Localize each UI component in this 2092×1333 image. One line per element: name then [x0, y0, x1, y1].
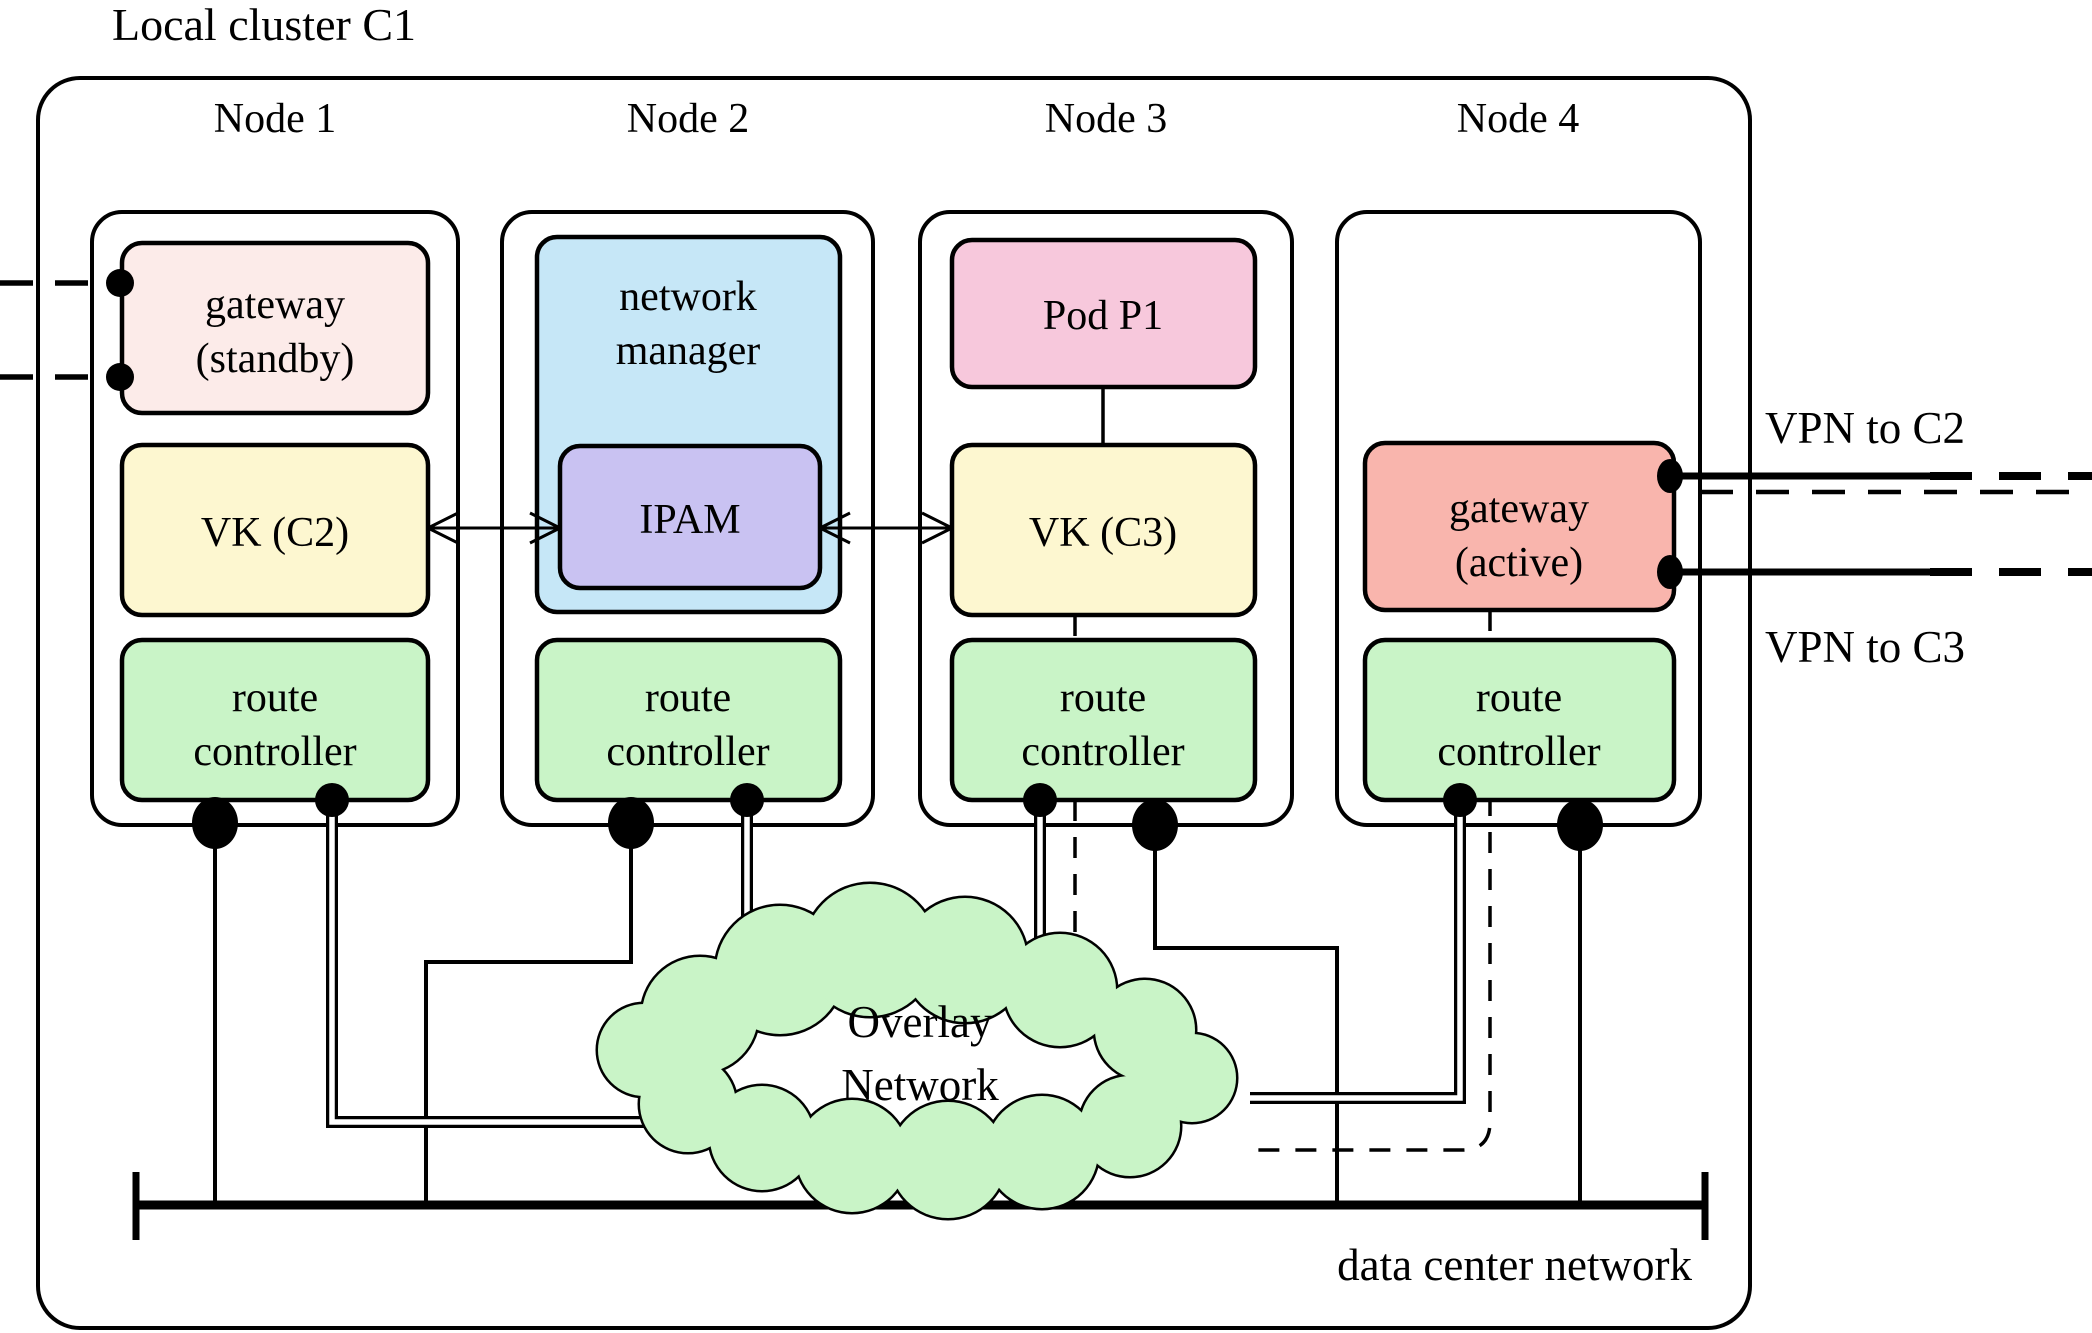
gateway-active-dot-bottom [1657, 555, 1683, 589]
rc2-label-line1: route [645, 675, 731, 721]
route-controller-2-box [534, 637, 843, 803]
route-controller-4-box [1362, 637, 1677, 803]
node-4-label: Node 4 [1457, 96, 1579, 142]
node-1-bus-dot [192, 797, 238, 849]
gateway-active-label-line2: (active) [1455, 540, 1583, 586]
node-1-label: Node 1 [214, 96, 336, 142]
node-2-label: Node 2 [627, 96, 749, 142]
vpn-to-c2-label: VPN to C2 [1765, 403, 1965, 453]
gateway-active-box [1362, 440, 1677, 613]
gateway-active-label-line1: gateway [1449, 486, 1589, 532]
data-center-network-label: data center network [1337, 1240, 1692, 1290]
rc1-label-line1: route [232, 675, 318, 721]
rc3-tube-dot [1023, 783, 1057, 817]
vpn-to-c3-label: VPN to C3 [1765, 622, 1965, 672]
connection-dots [106, 269, 1683, 851]
rc1-label-line2: controller [193, 729, 356, 775]
node-2-bus-line [424, 823, 633, 1205]
route-controller-3-box [949, 637, 1258, 803]
node-2-bus-dot [608, 797, 654, 849]
gateway-standby-label-line1: gateway [205, 282, 345, 328]
pod-p1-label: Pod P1 [1043, 293, 1163, 339]
rc4-tube-dot [1443, 783, 1477, 817]
node-4-bus-dot [1557, 799, 1603, 851]
vk-c2-label: VK (C2) [201, 510, 349, 556]
overlay-network-label-line2: Network [841, 1060, 999, 1110]
overlay-network-cloud: Overlay Network [595, 881, 1239, 1221]
gateway-standby-dot-bottom [106, 363, 134, 391]
gateway-standby-box [119, 240, 431, 416]
gateway-active-dot-top [1657, 459, 1683, 493]
ipam-label: IPAM [639, 497, 740, 543]
vkc2-ipam-arrow [427, 511, 561, 545]
cluster-box [36, 76, 1752, 1330]
gateway-active-dashed-line [1258, 610, 1492, 1152]
node-3-label: Node 3 [1045, 96, 1167, 142]
rc1-tube-dot [315, 783, 349, 817]
network-manager-label-line2: manager [616, 328, 761, 374]
rc2-label-line2: controller [606, 729, 769, 775]
node-3-bus-dot [1132, 799, 1178, 851]
network-manager-label-line1: network [619, 274, 757, 320]
rc4-label-line1: route [1476, 675, 1562, 721]
cluster-title: Local cluster C1 [112, 0, 416, 50]
gateway-standby-label-line2: (standby) [196, 336, 355, 382]
rc2-tube-dot [730, 783, 764, 817]
overlay-network-label-line1: Overlay [848, 997, 993, 1047]
gateway-standby-dot-top [106, 269, 134, 297]
vk-c3-label: VK (C3) [1029, 510, 1177, 556]
node-3-bus-line [1153, 825, 1339, 1205]
route-controller-1-box [119, 637, 431, 803]
ipam-vkc3-arrow [819, 511, 953, 545]
ipam-box [557, 443, 823, 591]
rc3-label-line1: route [1060, 675, 1146, 721]
vk-c2-box [119, 442, 431, 618]
rc3-label-line2: controller [1021, 729, 1184, 775]
rc4-label-line2: controller [1437, 729, 1600, 775]
